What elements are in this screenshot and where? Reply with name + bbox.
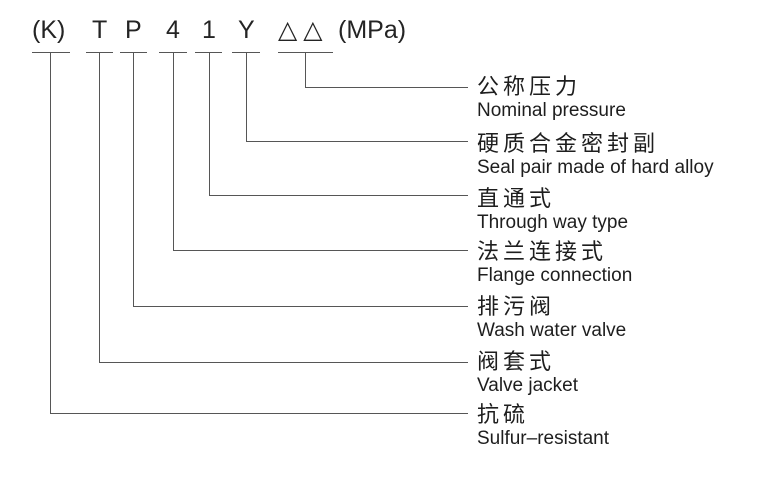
label-wash-water-valve-en: Wash water valve: [477, 320, 627, 341]
connector-hline-sulfur: [50, 413, 468, 414]
label-seal-pair-en: Seal pair made of hard alloy: [477, 157, 714, 178]
code-symbol-1: 1: [202, 16, 216, 44]
code-symbol-t: T: [92, 16, 108, 44]
code-symbol-y: Y: [238, 16, 255, 44]
label-sulfur-resistant-en: Sulfur–resistant: [477, 428, 610, 449]
label-through-way: 直通式 Through way type: [477, 186, 628, 234]
label-seal-pair: 硬质合金密封副 Seal pair made of hard alloy: [477, 131, 714, 179]
connector-vline-seal: [246, 52, 247, 142]
connector-vline-pressure: [305, 52, 306, 88]
label-flange-connection-en: Flange connection: [477, 265, 633, 286]
label-sulfur-resistant: 抗硫 Sulfur–resistant: [477, 402, 609, 450]
label-wash-water-valve-zh: 排污阀: [477, 294, 556, 319]
label-through-way-en: Through way type: [477, 212, 629, 233]
code-unit-mpa: (MPa): [338, 16, 407, 44]
label-flange-connection-zh: 法兰连接式: [477, 239, 608, 264]
code-symbol-k: (K): [32, 16, 66, 44]
connector-vline-sulfur: [50, 52, 51, 414]
connector-vline-flange: [173, 52, 174, 251]
label-flange-connection: 法兰连接式 Flange connection: [477, 239, 632, 287]
connector-hline-pressure: [305, 87, 468, 88]
label-wash-water-valve: 排污阀 Wash water valve: [477, 294, 626, 342]
label-valve-jacket: 阀套式 Valve jacket: [477, 349, 578, 397]
connector-hline-throughway: [209, 195, 468, 196]
connector-vline-washwater: [133, 52, 134, 307]
label-valve-jacket-zh: 阀套式: [477, 349, 556, 374]
label-sulfur-resistant-zh: 抗硫: [477, 402, 530, 427]
label-seal-pair-zh: 硬质合金密封副: [477, 131, 660, 156]
connector-vline-throughway: [209, 52, 210, 196]
label-nominal-pressure-zh: 公称压力: [477, 74, 582, 99]
code-symbol-p: P: [125, 16, 142, 44]
label-nominal-pressure: 公称压力 Nominal pressure: [477, 74, 626, 122]
connector-hline-flange: [173, 250, 468, 251]
connector-hline-washwater: [133, 306, 468, 307]
label-valve-jacket-en: Valve jacket: [477, 375, 579, 396]
label-through-way-zh: 直通式: [477, 186, 556, 211]
connector-hline-jacket: [99, 362, 468, 363]
code-symbol-pressure-triangles: △△: [278, 16, 329, 44]
connector-hline-seal: [246, 141, 468, 142]
label-nominal-pressure-en: Nominal pressure: [477, 100, 626, 121]
tick-under-1: [195, 52, 222, 53]
connector-vline-jacket: [99, 52, 100, 363]
code-symbol-4: 4: [166, 16, 180, 44]
tick-under-k: [32, 52, 70, 53]
